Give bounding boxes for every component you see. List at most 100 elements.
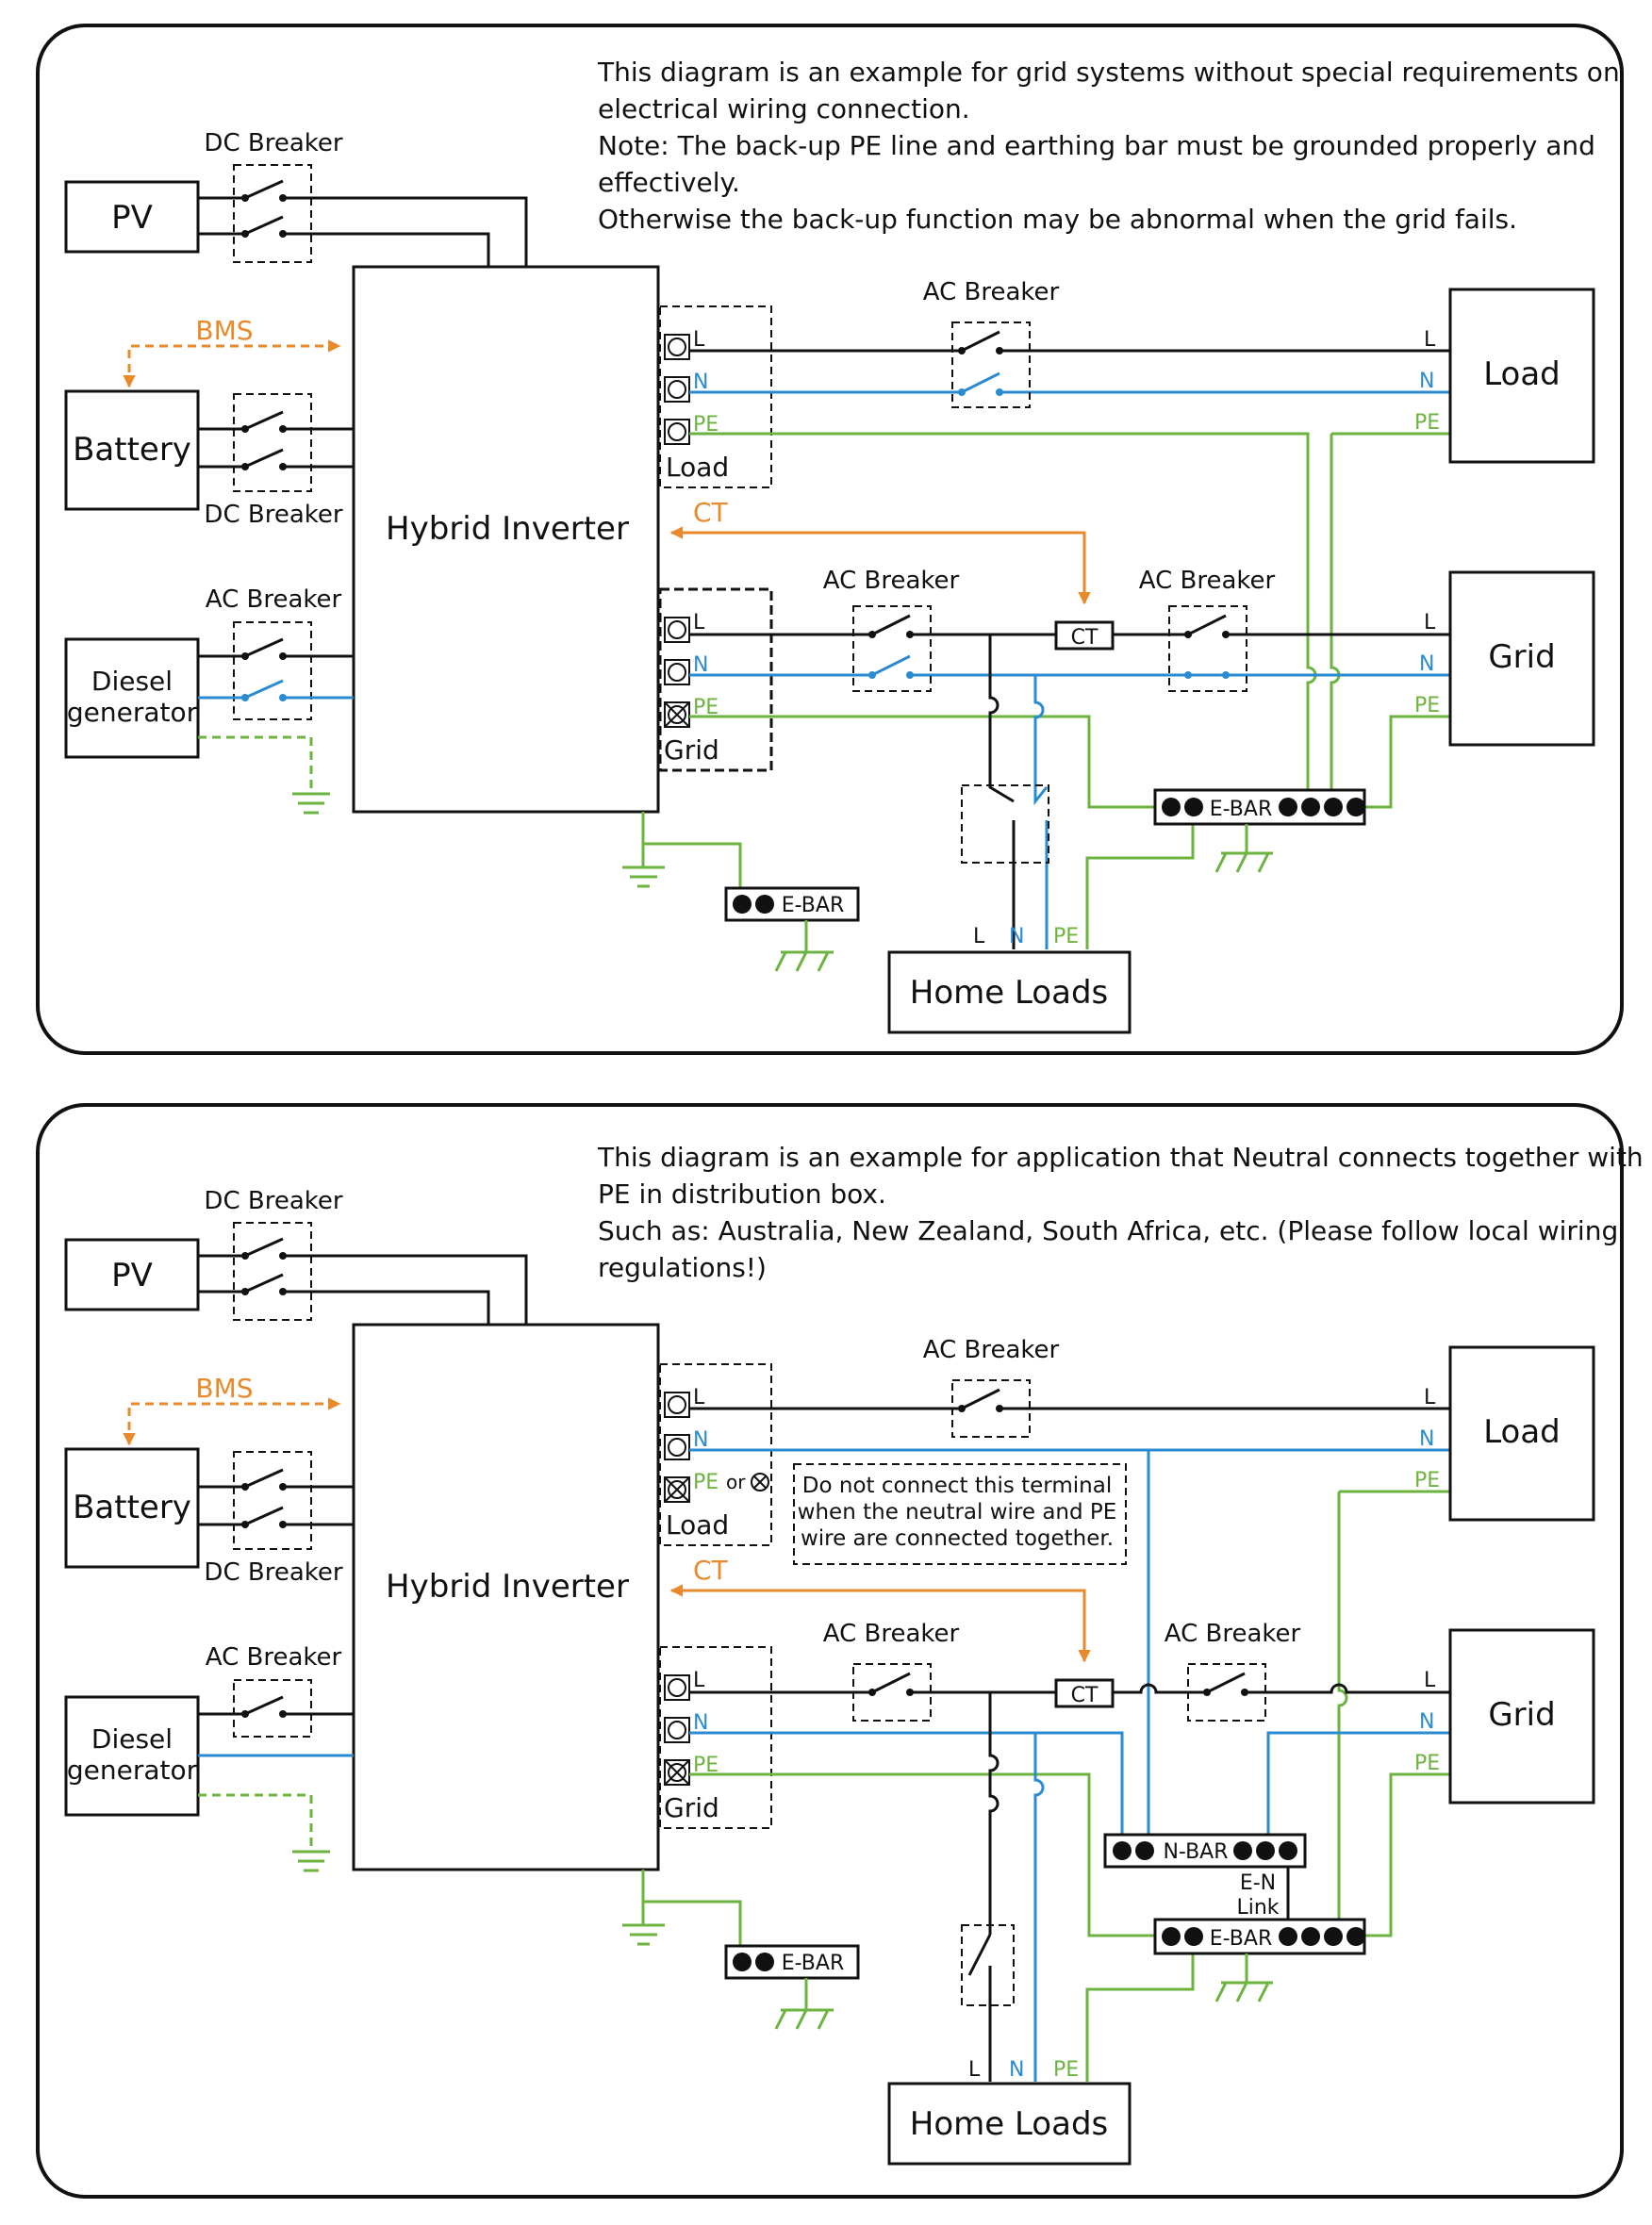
diagram-frame — [36, 24, 1624, 1055]
dc-breaker-pv — [233, 1222, 312, 1321]
load-n: N — [1419, 1427, 1434, 1451]
grid-box — [1448, 1628, 1595, 1805]
diagram-note: This diagram is an example for grid syst… — [597, 57, 1620, 235]
dc-breaker-label: DC Breaker — [204, 129, 342, 157]
grid-terminal-block — [659, 1646, 772, 1829]
grid-pe: PE — [1414, 694, 1440, 717]
load-pe: PE — [1414, 411, 1440, 435]
ac-breaker-home — [961, 1924, 1015, 2006]
ac-breaker-label: AC Breaker — [1165, 1620, 1301, 1648]
dc-breaker-label: DC Breaker — [204, 1187, 342, 1215]
load-pe: PE — [1414, 1469, 1440, 1492]
home-n: N — [1009, 925, 1024, 948]
warning-box — [793, 1463, 1127, 1565]
note-line: PE in distribution box. — [598, 1178, 886, 1210]
load-l: L — [1424, 328, 1436, 352]
home-loads-box — [887, 950, 1132, 1034]
hybrid-inverter — [352, 1323, 660, 1871]
load-label: Load — [1483, 355, 1561, 393]
home-loads-box — [887, 2082, 1132, 2166]
ac-breaker-label: AC Breaker — [823, 567, 960, 595]
dc-breaker-battery — [233, 393, 312, 492]
ac-breaker-label: AC Breaker — [923, 1336, 1060, 1364]
home-n: N — [1009, 2058, 1024, 2082]
terminal-n: N — [693, 653, 708, 677]
diesel-label: Diesel — [91, 666, 173, 697]
home-l: L — [973, 925, 985, 948]
ac-breaker-grid-main — [1187, 1663, 1266, 1722]
dc-breaker-label: DC Breaker — [204, 1558, 342, 1587]
home-pe: PE — [1053, 925, 1079, 948]
pv-label: PV — [111, 1257, 153, 1294]
note-line: This diagram is an example for applicati… — [597, 1142, 1644, 1173]
bms-label: BMS — [195, 315, 253, 346]
ac-breaker-label: AC Breaker — [923, 278, 1060, 306]
dc-breaker-label: DC Breaker — [204, 501, 342, 529]
ct-label: CT — [1071, 1684, 1099, 1707]
nbar-label: N-BAR — [1163, 1840, 1228, 1864]
diesel-label: Diesel — [91, 1723, 173, 1755]
grid-n: N — [1419, 652, 1434, 676]
load-l: L — [1424, 1386, 1436, 1409]
grid-terminal-block — [658, 587, 773, 772]
home-loads-label: Home Loads — [910, 974, 1109, 1012]
grid-label: Grid — [1488, 638, 1555, 676]
note-line: This diagram is an example for grid syst… — [597, 57, 1620, 88]
diagram-standard-grid: This diagram is an example for grid syst… — [36, 24, 1624, 1055]
grid-label: Grid — [1488, 1696, 1555, 1734]
dc-breaker-battery — [233, 1451, 312, 1550]
note-line: effectively. — [598, 167, 740, 198]
ct-signal-label: CT — [693, 1555, 729, 1586]
home-loads-label: Home Loads — [910, 2105, 1109, 2143]
pe-or-label: or — [726, 1471, 746, 1493]
grid-box — [1448, 570, 1595, 747]
ct-label: CT — [1071, 626, 1099, 650]
terminal-n: N — [693, 1428, 708, 1452]
inverter-label: Hybrid Inverter — [386, 510, 629, 548]
diagram-neutral-pe-linked: This diagram is an example for applicati… — [36, 1103, 1644, 2199]
pv-label: PV — [111, 199, 153, 237]
terminal-block-label: Load — [666, 1509, 729, 1541]
note-line: electrical wiring connection. — [598, 93, 970, 124]
terminal-pe: PE — [693, 1471, 719, 1494]
ac-breaker-diesel — [233, 621, 312, 720]
home-l: L — [968, 2058, 981, 2082]
ac-breaker-grid-inverter — [852, 1663, 932, 1722]
en-link-label: E-N — [1240, 1871, 1276, 1895]
ac-breaker-label: AC Breaker — [206, 585, 342, 614]
ebar-label: E-BAR — [782, 1952, 844, 1975]
grid-l: L — [1424, 611, 1436, 635]
hybrid-inverter — [352, 265, 660, 814]
ebar-label: E-BAR — [1210, 798, 1272, 821]
ct-box — [1054, 620, 1115, 651]
note-line: Otherwise the back-up function may be ab… — [598, 204, 1517, 235]
ac-breaker-load — [951, 321, 1031, 408]
pv-box — [64, 180, 200, 254]
diagram-note: This diagram is an example for applicati… — [597, 1142, 1644, 1283]
terminal-l: L — [693, 1669, 705, 1692]
ac-breaker-diesel — [233, 1679, 312, 1738]
diesel-box — [64, 1695, 200, 1817]
battery-label: Battery — [73, 1489, 191, 1526]
load-terminal-block — [659, 305, 772, 488]
en-link-label: Link — [1236, 1896, 1279, 1920]
terminal-l: L — [693, 328, 705, 352]
home-pe: PE — [1053, 2058, 1079, 2082]
terminal-block-label: Grid — [664, 734, 719, 766]
pv-box — [64, 1238, 200, 1311]
load-n: N — [1419, 370, 1434, 393]
terminal-block-label: Load — [666, 452, 729, 483]
warning-line: Do not connect this terminal — [802, 1474, 1112, 1498]
ac-breaker-label: AC Breaker — [1139, 567, 1276, 595]
dc-breaker-pv — [233, 164, 312, 263]
warning-line: wire are connected together. — [801, 1526, 1114, 1551]
terminal-block-label: Grid — [664, 1792, 719, 1823]
grid-l: L — [1424, 1669, 1436, 1692]
diesel-label: generator — [67, 697, 198, 728]
load-label: Load — [1483, 1413, 1561, 1451]
battery-label: Battery — [73, 431, 191, 469]
ac-breaker-load — [951, 1379, 1031, 1438]
grid-pe: PE — [1414, 1752, 1440, 1775]
diagram-frame — [36, 1103, 1624, 2199]
ac-breaker-grid-main — [1168, 605, 1247, 692]
